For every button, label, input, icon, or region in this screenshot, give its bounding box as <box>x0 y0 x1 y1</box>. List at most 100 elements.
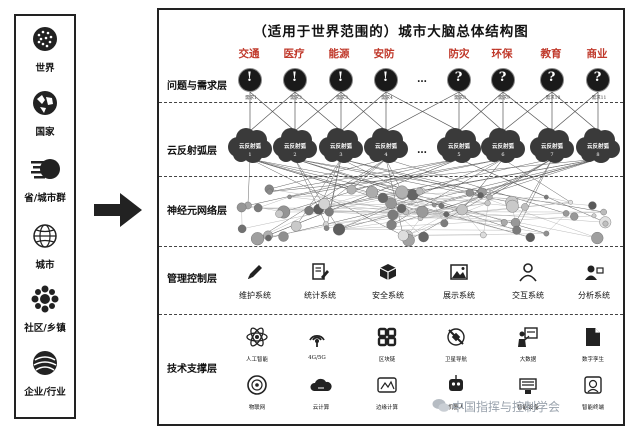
cloud-shape <box>581 146 597 162</box>
need-cloud-link <box>249 91 296 132</box>
atom-icon <box>246 327 268 347</box>
tech-satellite: 卫星导航 <box>430 326 482 363</box>
cloud-neuron-link <box>318 158 387 210</box>
cloud-neuron-link <box>249 158 404 236</box>
neuron-node <box>456 204 468 216</box>
neuron-link <box>489 196 593 206</box>
category-label: 安防 <box>373 48 395 60</box>
cloud-label: 云反射弧 <box>586 144 609 150</box>
cloud-label: 云反射弧 <box>447 144 470 150</box>
neuron-node <box>568 199 573 205</box>
neuron-node <box>416 205 429 218</box>
edge-icon <box>377 377 397 393</box>
cloud-neuron-link <box>294 158 340 230</box>
cloud-icon <box>310 378 332 391</box>
neuron-node <box>265 234 272 242</box>
file-icon <box>586 328 600 346</box>
cloud-shape <box>278 146 294 162</box>
cloud-shape <box>369 146 385 162</box>
neuron-node <box>397 230 409 242</box>
neuron-node <box>387 209 399 221</box>
cloud-neuron-link <box>294 158 512 203</box>
cloud-number: 1 <box>248 152 252 158</box>
need-node: ! 需求3 <box>329 68 353 101</box>
neuron-node <box>397 203 407 213</box>
neuron-node <box>484 200 491 207</box>
neuron-link <box>339 215 595 230</box>
cloud-neuron-link <box>289 158 504 198</box>
neuron-node <box>600 208 607 216</box>
tech-iot: 物联网 <box>231 374 283 411</box>
neuron-node <box>237 224 247 234</box>
cloud-neuron-link <box>247 158 460 206</box>
cloud-neuron-link <box>385 158 404 236</box>
need-node: ? 需求11 <box>586 68 610 101</box>
arrow-right-icon <box>94 193 142 227</box>
cloud-shape <box>442 146 458 162</box>
cloud-number: 7 <box>550 152 554 158</box>
neuron-link <box>407 202 488 236</box>
neuron-node <box>591 231 604 245</box>
cloud-number: 6 <box>501 152 505 158</box>
need-node: ! 需求2 <box>283 68 307 101</box>
cloud-shape <box>334 143 354 163</box>
neural-network-graphic <box>228 91 620 247</box>
neuron-node <box>418 231 429 243</box>
neuron-link <box>351 189 598 239</box>
diagram-title: （适用于世界范围的）城市大脑总体结构图 <box>253 24 529 40</box>
neuron-node <box>253 203 263 213</box>
layer-divider <box>159 246 623 247</box>
cloud-neuron-link <box>458 158 547 198</box>
image-icon <box>450 264 468 280</box>
cloud-neuron-link <box>502 158 571 203</box>
neuron-node <box>505 199 519 213</box>
box-icon <box>379 264 397 280</box>
neuron-node <box>512 225 522 235</box>
cloud-neuron-link <box>295 158 342 227</box>
category-label: 环保 <box>491 48 513 60</box>
blockchain-icon <box>377 327 397 347</box>
neuron-node <box>500 219 508 226</box>
user-icon <box>519 263 537 282</box>
wechat-icon <box>432 399 450 412</box>
pen-icon <box>248 265 262 279</box>
robot-icon <box>449 375 463 391</box>
cloud-label: 云反射弧 <box>329 144 352 150</box>
city-brain-structure-diagram: （适用于世界范围的）城市大脑总体结构图 问题与需求层 云反射弧层 神经元网络层 … <box>157 8 625 426</box>
level-world: 世界 <box>16 24 74 74</box>
neuron-node <box>477 192 484 199</box>
neuron-node <box>480 231 487 239</box>
neuron-node <box>250 232 265 246</box>
cloud-neuron-link <box>329 158 342 212</box>
sphere-icon <box>33 351 57 375</box>
neuron-link <box>324 203 435 206</box>
tech-4g5g: 4G/5G <box>291 326 343 361</box>
neuron-link <box>401 208 606 223</box>
layer-label-management: 管理控制层 <box>167 274 217 285</box>
cloud-shape <box>243 143 263 163</box>
neuron-node <box>236 202 247 213</box>
need-node: ? 需求10 <box>540 68 564 101</box>
need-cloud-link <box>458 91 504 132</box>
cloud-neuron-link <box>247 158 251 206</box>
neuron-node <box>415 187 424 196</box>
cloud-number: 3 <box>339 152 343 158</box>
layer-divider <box>159 314 623 315</box>
neuron-node <box>275 209 284 218</box>
iot-icon <box>247 375 267 395</box>
level-city: 城市 <box>16 221 74 271</box>
neuron-node <box>510 217 521 228</box>
neuron-link <box>419 191 488 204</box>
neuron-node <box>377 192 389 204</box>
neuron-link <box>420 195 481 219</box>
cloud-shape <box>545 143 565 163</box>
level-country: 国家 <box>16 88 74 138</box>
layer-label-cloud: 云反射弧层 <box>167 146 217 157</box>
need-node: ! 需求1 <box>238 68 262 101</box>
speed-lines-icon <box>31 159 60 179</box>
neuron-node <box>385 197 397 210</box>
layer-label-neural: 神经元网络层 <box>167 206 227 217</box>
device-icon <box>519 378 537 394</box>
neuron-node <box>365 186 379 199</box>
category-label: 医疗 <box>283 48 305 60</box>
